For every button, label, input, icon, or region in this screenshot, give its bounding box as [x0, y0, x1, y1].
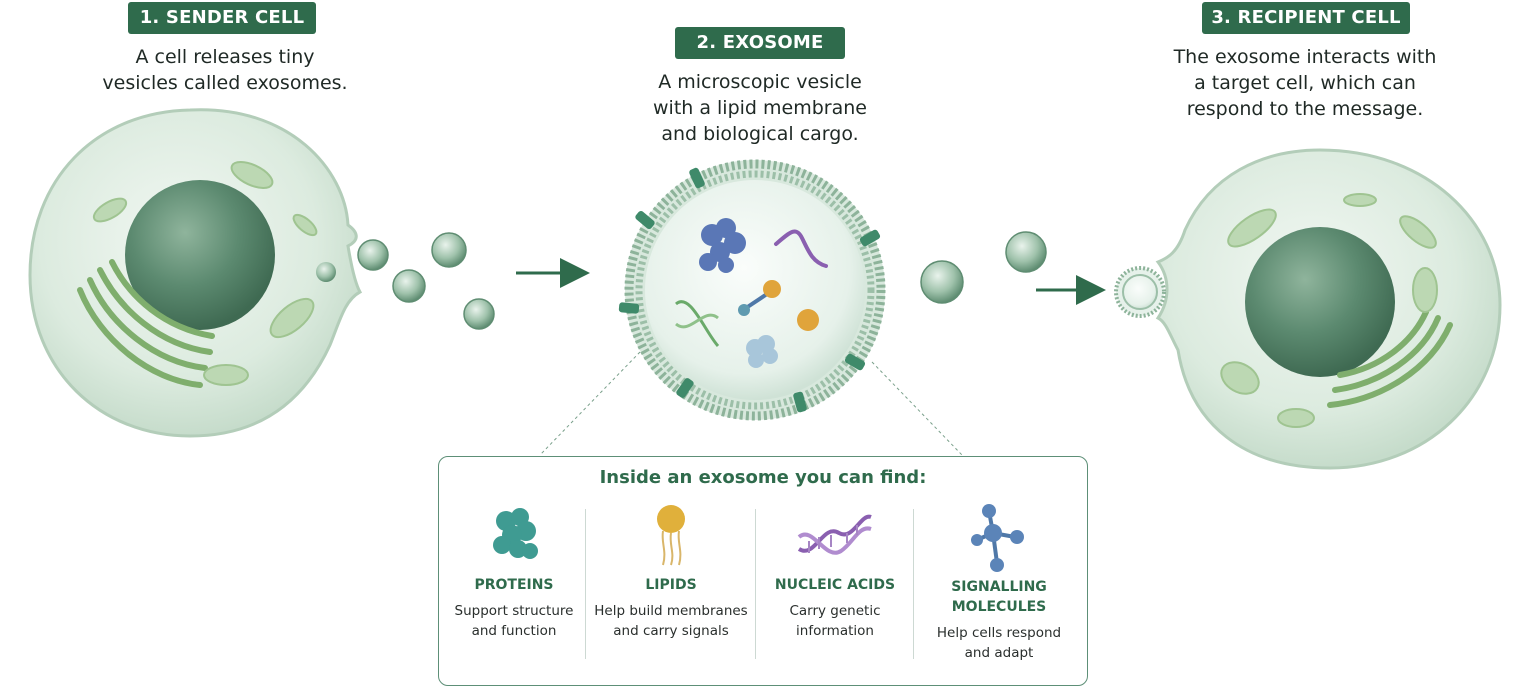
cargo-description: Help cells respond and adapt — [936, 625, 1062, 661]
description-line: with a lipid membrane — [653, 97, 867, 119]
cargo-name: LIPIDS — [645, 577, 697, 593]
cargo-panel-title: Inside an exosome you can find: — [599, 467, 927, 488]
cargo-description: Help build membranes and carry signals — [594, 603, 748, 639]
exosome-description: A microscopic vesicle with a lipid membr… — [610, 69, 910, 147]
recipient-cell-badge: 3. RECIPIENT CELL — [1202, 2, 1410, 34]
mitochondria — [1220, 193, 1438, 428]
cargo-name: NUCLEIC ACIDS — [774, 577, 896, 593]
cargo-panel: Inside an exosome you can find: PROTEINS… — [438, 456, 1088, 686]
sender-cell — [28, 108, 363, 438]
cargo-item-lipids: LIPIDS Help build membranes and carry si… — [587, 503, 755, 673]
exosome-dna-cargo — [675, 300, 720, 347]
golgi-apparatus — [1327, 309, 1453, 408]
description-line: A microscopic vesicle — [658, 71, 862, 93]
exosome-signalling-cargo — [738, 280, 781, 316]
cargo-divider — [755, 509, 756, 659]
recipient-cell-description: The exosome interacts with a target cell… — [1150, 44, 1460, 122]
exosome-cargo-cluster — [746, 335, 778, 368]
mitochondria — [92, 161, 318, 386]
exosome-protein-cargo — [699, 218, 746, 273]
description-line: and biological cargo. — [661, 123, 859, 145]
description-line: vesicles called exosomes. — [102, 72, 348, 94]
golgi-apparatus — [77, 259, 215, 388]
cargo-divider — [913, 509, 914, 659]
exosome-badge: 2. EXOSOME — [675, 27, 845, 59]
protein-icon — [493, 508, 538, 559]
exosome-lipid-cargo — [797, 309, 819, 331]
cargo-item-proteins: PROTEINS Support structure and function — [443, 503, 585, 673]
sender-cell-description: A cell releases tiny vesicles called exo… — [80, 44, 370, 96]
description-line: A cell releases tiny — [135, 46, 315, 68]
released-exosomes — [357, 231, 1047, 330]
signalling-molecule-icon — [971, 504, 1024, 572]
cargo-description: Carry genetic information — [789, 603, 881, 639]
membrane-proteins — [618, 167, 881, 413]
cargo-name: SIGNALLING MOLECULES — [951, 579, 1047, 615]
lipid-icon — [657, 505, 685, 566]
nucleus — [125, 180, 275, 330]
cargo-name: PROTEINS — [474, 577, 554, 593]
description-line: The exosome interacts with — [1173, 46, 1437, 68]
cargo-item-nucleic-acids: NUCLEIC ACIDS Carry genetic information — [757, 503, 913, 673]
cargo-item-signalling-molecules: SIGNALLING MOLECULES Help cells respond … — [915, 503, 1083, 673]
recipient-cell — [1114, 148, 1502, 470]
cargo-divider — [585, 509, 586, 659]
sender-cell-badge: 1. SENDER CELL — [128, 2, 316, 34]
exosome-vesicle — [618, 159, 886, 421]
dna-icon — [797, 514, 872, 555]
description-line: a target cell, which can — [1194, 72, 1416, 94]
exosome-rna-cargo — [774, 229, 828, 268]
cargo-description: Support structure and function — [454, 603, 574, 639]
nucleus — [1245, 227, 1395, 377]
description-line: respond to the message. — [1186, 98, 1424, 120]
